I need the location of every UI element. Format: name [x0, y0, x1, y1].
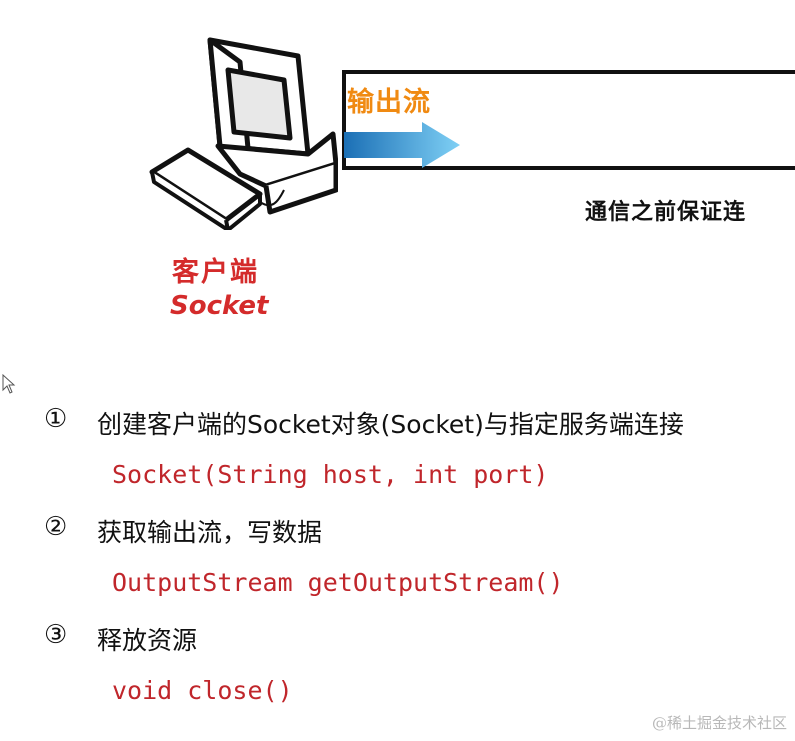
- step-number: ②: [44, 512, 68, 542]
- output-stream-label: 输出流: [347, 87, 431, 118]
- code-text: Socket(String host, int port): [112, 460, 549, 489]
- client-title: 客户端: [172, 257, 259, 288]
- connection-note: 通信之前保证连: [585, 200, 747, 225]
- steps-list: ① 创建客户端的Socket对象(Socket)与指定服务端连接 Socket(…: [44, 400, 794, 724]
- step-number: ③: [44, 620, 68, 650]
- step-item: ② 获取输出流，写数据: [44, 508, 794, 562]
- mouse-cursor-icon: [2, 374, 16, 394]
- step-item: ① 创建客户端的Socket对象(Socket)与指定服务端连接: [44, 400, 794, 454]
- arrow-right-icon: [344, 122, 460, 168]
- step-text: 获取输出流，写数据: [97, 518, 323, 547]
- code-line: OutputStream getOutputStream(): [44, 562, 794, 616]
- step-text: 创建客户端的Socket对象(Socket)与指定服务端连接: [97, 410, 684, 439]
- client-subtitle: Socket: [170, 291, 269, 321]
- code-text: OutputStream getOutputStream(): [112, 568, 564, 597]
- step-item: ③ 释放资源: [44, 616, 794, 670]
- code-line: Socket(String host, int port): [44, 454, 794, 508]
- watermark: @稀土掘金技术社区: [651, 714, 787, 732]
- step-number: ①: [44, 404, 68, 434]
- code-line: void close(): [44, 670, 794, 724]
- code-text: void close(): [112, 676, 293, 705]
- step-text: 释放资源: [97, 626, 198, 655]
- computer-icon: [149, 37, 338, 230]
